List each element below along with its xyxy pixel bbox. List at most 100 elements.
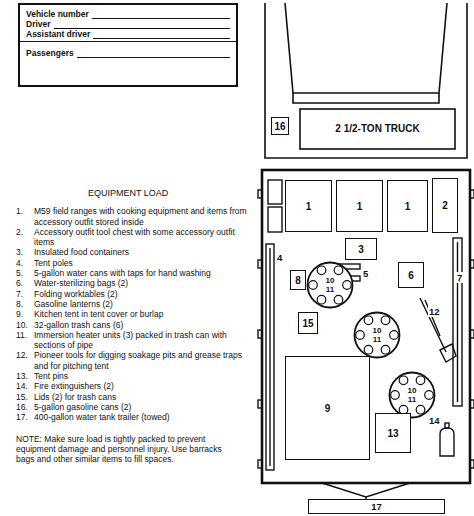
form-field-label: Driver <box>26 19 51 29</box>
load-box: 8 <box>290 270 306 290</box>
tent-pole <box>269 248 270 466</box>
callout-number: 17 <box>371 501 382 512</box>
load-box: 1 <box>285 180 332 232</box>
callout-number: 9 <box>325 403 331 414</box>
item-description: 5-gallon water cans with taps for hand w… <box>34 268 254 278</box>
callout-number: 3 <box>358 244 364 255</box>
load-box: 1 <box>336 180 383 232</box>
callout-number: 14 <box>428 415 441 426</box>
load-box: 17 <box>308 499 445 514</box>
equipment-list: EQUIPMENT LOAD 1.M59 field ranges with co… <box>16 188 254 464</box>
folding-worktable <box>453 238 462 406</box>
load-box: 13 <box>375 413 411 453</box>
form-row: Passengers <box>26 48 230 58</box>
list-row: 13.Tent pins <box>16 371 254 381</box>
list-row: 3.Insulated food containers <box>16 247 254 257</box>
item-number: 16. <box>16 402 34 412</box>
list-row: 2.Accessory outfit tool chest with some … <box>16 227 254 248</box>
load-box: 15 <box>298 312 318 334</box>
load-box: 6 <box>398 262 424 288</box>
item-number: 6. <box>16 278 34 288</box>
small-box <box>268 180 282 204</box>
form-row: Assistant driver <box>26 29 230 39</box>
pioneer-tool-handle <box>420 298 446 352</box>
extinguisher-valve <box>445 423 449 428</box>
form-row: Driver <box>26 19 230 29</box>
list-row: 11.Immersion heater units (3) packed in … <box>16 330 254 351</box>
item-description: M59 field ranges with cooking equipment … <box>34 206 254 227</box>
item-number: 5. <box>16 268 34 278</box>
item-description: Kitchen tent in tent cover or burlap <box>34 309 254 319</box>
item-number: 14. <box>16 381 34 391</box>
item-description: Folding worktables (2) <box>34 289 254 299</box>
list-row: 15.Lids (2) for trash cans <box>16 392 254 402</box>
item-description: Accessory outfit tool chest with some ac… <box>34 227 254 248</box>
item-number: 3. <box>16 247 34 257</box>
truck-bed <box>262 170 470 483</box>
list-title: EQUIPMENT LOAD <box>16 188 254 198</box>
item-number: 10. <box>16 320 34 330</box>
tent-poles <box>266 244 274 470</box>
form-fill-line <box>54 20 230 29</box>
small-box <box>268 207 282 232</box>
form-field-label: Assistant driver <box>26 29 90 39</box>
list-row: 1.M59 field ranges with cooking equipmen… <box>16 206 254 227</box>
truck-cab: 2 1/2-TON TRUCK 16 <box>263 3 469 160</box>
item-description: Pioneer tools for digging soakage pits a… <box>34 350 254 371</box>
list-row: 6.Water-sterilizing bags (2) <box>16 278 254 288</box>
item-number: 12. <box>16 350 34 371</box>
truck-name: 2 1/2-TON TRUCK <box>300 123 455 134</box>
packing-note: NOTE: Make sure load is tightly packed t… <box>16 434 231 465</box>
item-description: 32-gallon trash cans (6) <box>34 320 254 330</box>
callout-number: 1 <box>306 201 312 212</box>
pioneer-tool-handle <box>425 300 440 336</box>
item-number: 7. <box>16 289 34 299</box>
callout-number: 12 <box>428 306 441 317</box>
tow-bar <box>322 483 410 497</box>
list-row: 17.400-gallon water tank trailer (towed) <box>16 412 254 422</box>
load-box: 3 <box>345 238 377 260</box>
trash-can-outline <box>353 311 401 359</box>
item-number: 13. <box>16 371 34 381</box>
item-number: 2. <box>16 227 34 248</box>
callout-number: 1 <box>405 201 411 212</box>
form-fill-line <box>93 30 230 39</box>
form-field-label: Vehicle number <box>26 9 89 19</box>
item-description: Tent poles <box>34 258 254 268</box>
load-box: 9 <box>285 356 370 460</box>
item-description: 5-gallon gasoline cans (2) <box>34 402 254 412</box>
list-row: 14.Fire extinguishers (2) <box>16 381 254 391</box>
trash-can: 1011 <box>306 261 354 309</box>
item-number: 1. <box>16 206 34 227</box>
callout-number: 11 <box>306 286 354 294</box>
list-row: 12.Pioneer tools for digging soakage pit… <box>16 350 254 371</box>
callout-number: 8 <box>295 275 301 286</box>
item-description: Tent pins <box>34 371 254 381</box>
form-field-label: Passengers <box>26 48 74 58</box>
list-row: 16.5-gallon gasoline cans (2) <box>16 402 254 412</box>
list-row: 10.32-gallon trash cans (6) <box>16 320 254 330</box>
fire-extinguisher <box>440 428 454 456</box>
callout-number: 11 <box>388 396 436 404</box>
callout-number: 16 <box>274 121 285 132</box>
item-description: Lids (2) for trash cans <box>34 392 254 402</box>
item-number: 9. <box>16 309 34 319</box>
load-box: 2 <box>432 178 458 233</box>
item-description: Gasoline lanterns (2) <box>34 299 254 309</box>
item-description: Immersion heater units (3) packed in tra… <box>34 330 254 351</box>
callout-number: 2 <box>442 200 448 211</box>
list-row: 9.Kitchen tent in tent cover or burlap <box>16 309 254 319</box>
load-box: 16 <box>271 117 289 135</box>
item-description: Fire extinguishers (2) <box>34 381 254 391</box>
callout-number: 11 <box>353 336 401 344</box>
trash-can-outline <box>306 261 354 309</box>
vehicle-form: Vehicle numberDriverAssistant driverPass… <box>18 3 238 87</box>
item-number: 8. <box>16 299 34 309</box>
list-row: 7.Folding worktables (2) <box>16 289 254 299</box>
load-box: 1 <box>387 180 428 232</box>
list-row: 8.Gasoline lanterns (2) <box>16 299 254 309</box>
item-number: 4. <box>16 258 34 268</box>
worktable-edge <box>457 242 458 402</box>
callout-number: 10 <box>388 387 436 395</box>
form-divider <box>20 41 236 42</box>
